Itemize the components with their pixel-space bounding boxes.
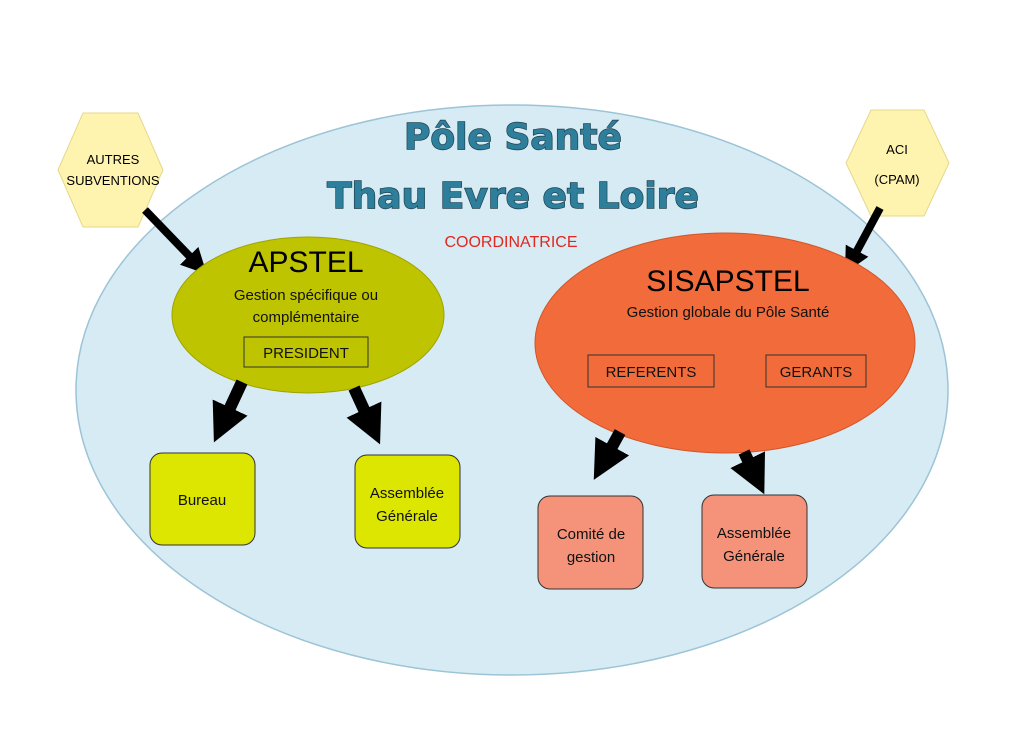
funding-hexagon-right: ACI (CPAM) bbox=[845, 109, 950, 217]
apstel-description-line-1: Gestion spécifique ou bbox=[234, 287, 378, 304]
arrow-apstel-to-bureau bbox=[212, 379, 248, 443]
apstel-node: APSTEL Gestion spécifique ou complémenta… bbox=[171, 236, 445, 394]
apstel-child-assemblee: Assemblée Générale bbox=[354, 454, 461, 549]
apstel-role-box bbox=[243, 336, 369, 368]
arrow-apstel-to-assemblee bbox=[346, 385, 382, 445]
sisapstel-role-referents: REFERENTS bbox=[606, 364, 697, 381]
sisapstel-role-box-gerants bbox=[765, 354, 867, 388]
sisapstel-node: SISAPSTEL Gestion globale du Pôle Santé … bbox=[534, 232, 916, 454]
apstel-role: PRESIDENT bbox=[263, 345, 349, 362]
funding-left-line-1: AUTRES bbox=[87, 152, 140, 167]
sisapstel-child-assemblee-line-1: Assemblée bbox=[717, 525, 791, 542]
arrow-aci-to-sisapstel bbox=[844, 206, 884, 274]
sisapstel-child-assemblee-line-2: Générale bbox=[723, 548, 785, 565]
sisapstel-role-box-referents bbox=[587, 354, 715, 388]
title-line-1: Pôle Santé bbox=[404, 117, 622, 158]
apstel-child-assemblee-line-2: Générale bbox=[376, 508, 438, 525]
title-line-2: Thau Evre et Loire bbox=[327, 176, 699, 217]
arrow-sisapstel-to-comite bbox=[593, 429, 630, 480]
apstel-child-bureau-label: Bureau bbox=[178, 492, 226, 509]
apstel-name: APSTEL bbox=[248, 246, 363, 279]
arrow-sisapstel-to-assemblee bbox=[730, 449, 766, 495]
apstel-child-assemblee-line-1: Assemblée bbox=[370, 485, 444, 502]
sisapstel-role-gerants: GERANTS bbox=[780, 364, 853, 381]
apstel-description-line-2: complémentaire bbox=[253, 309, 360, 326]
funding-right-line-1: ACI bbox=[886, 142, 908, 157]
funding-left-line-2: SUBVENTIONS bbox=[66, 173, 160, 188]
sisapstel-child-comite-line-1: Comité de bbox=[557, 526, 625, 543]
coordinator-label: COORDINATRICE bbox=[444, 234, 577, 251]
apstel-child-bureau: Bureau bbox=[149, 452, 256, 546]
sisapstel-name: SISAPSTEL bbox=[646, 265, 809, 298]
sisapstel-description: Gestion globale du Pôle Santé bbox=[627, 304, 830, 321]
sisapstel-child-comite-line-2: gestion bbox=[567, 549, 615, 566]
sisapstel-child-comite: Comité de gestion bbox=[537, 495, 644, 590]
arrow-subventions-to-apstel bbox=[142, 207, 207, 275]
funding-right-line-2: (CPAM) bbox=[874, 172, 919, 187]
sisapstel-child-assemblee: Assemblée Générale bbox=[701, 494, 808, 589]
funding-hexagon-left: AUTRES SUBVENTIONS bbox=[57, 112, 164, 228]
